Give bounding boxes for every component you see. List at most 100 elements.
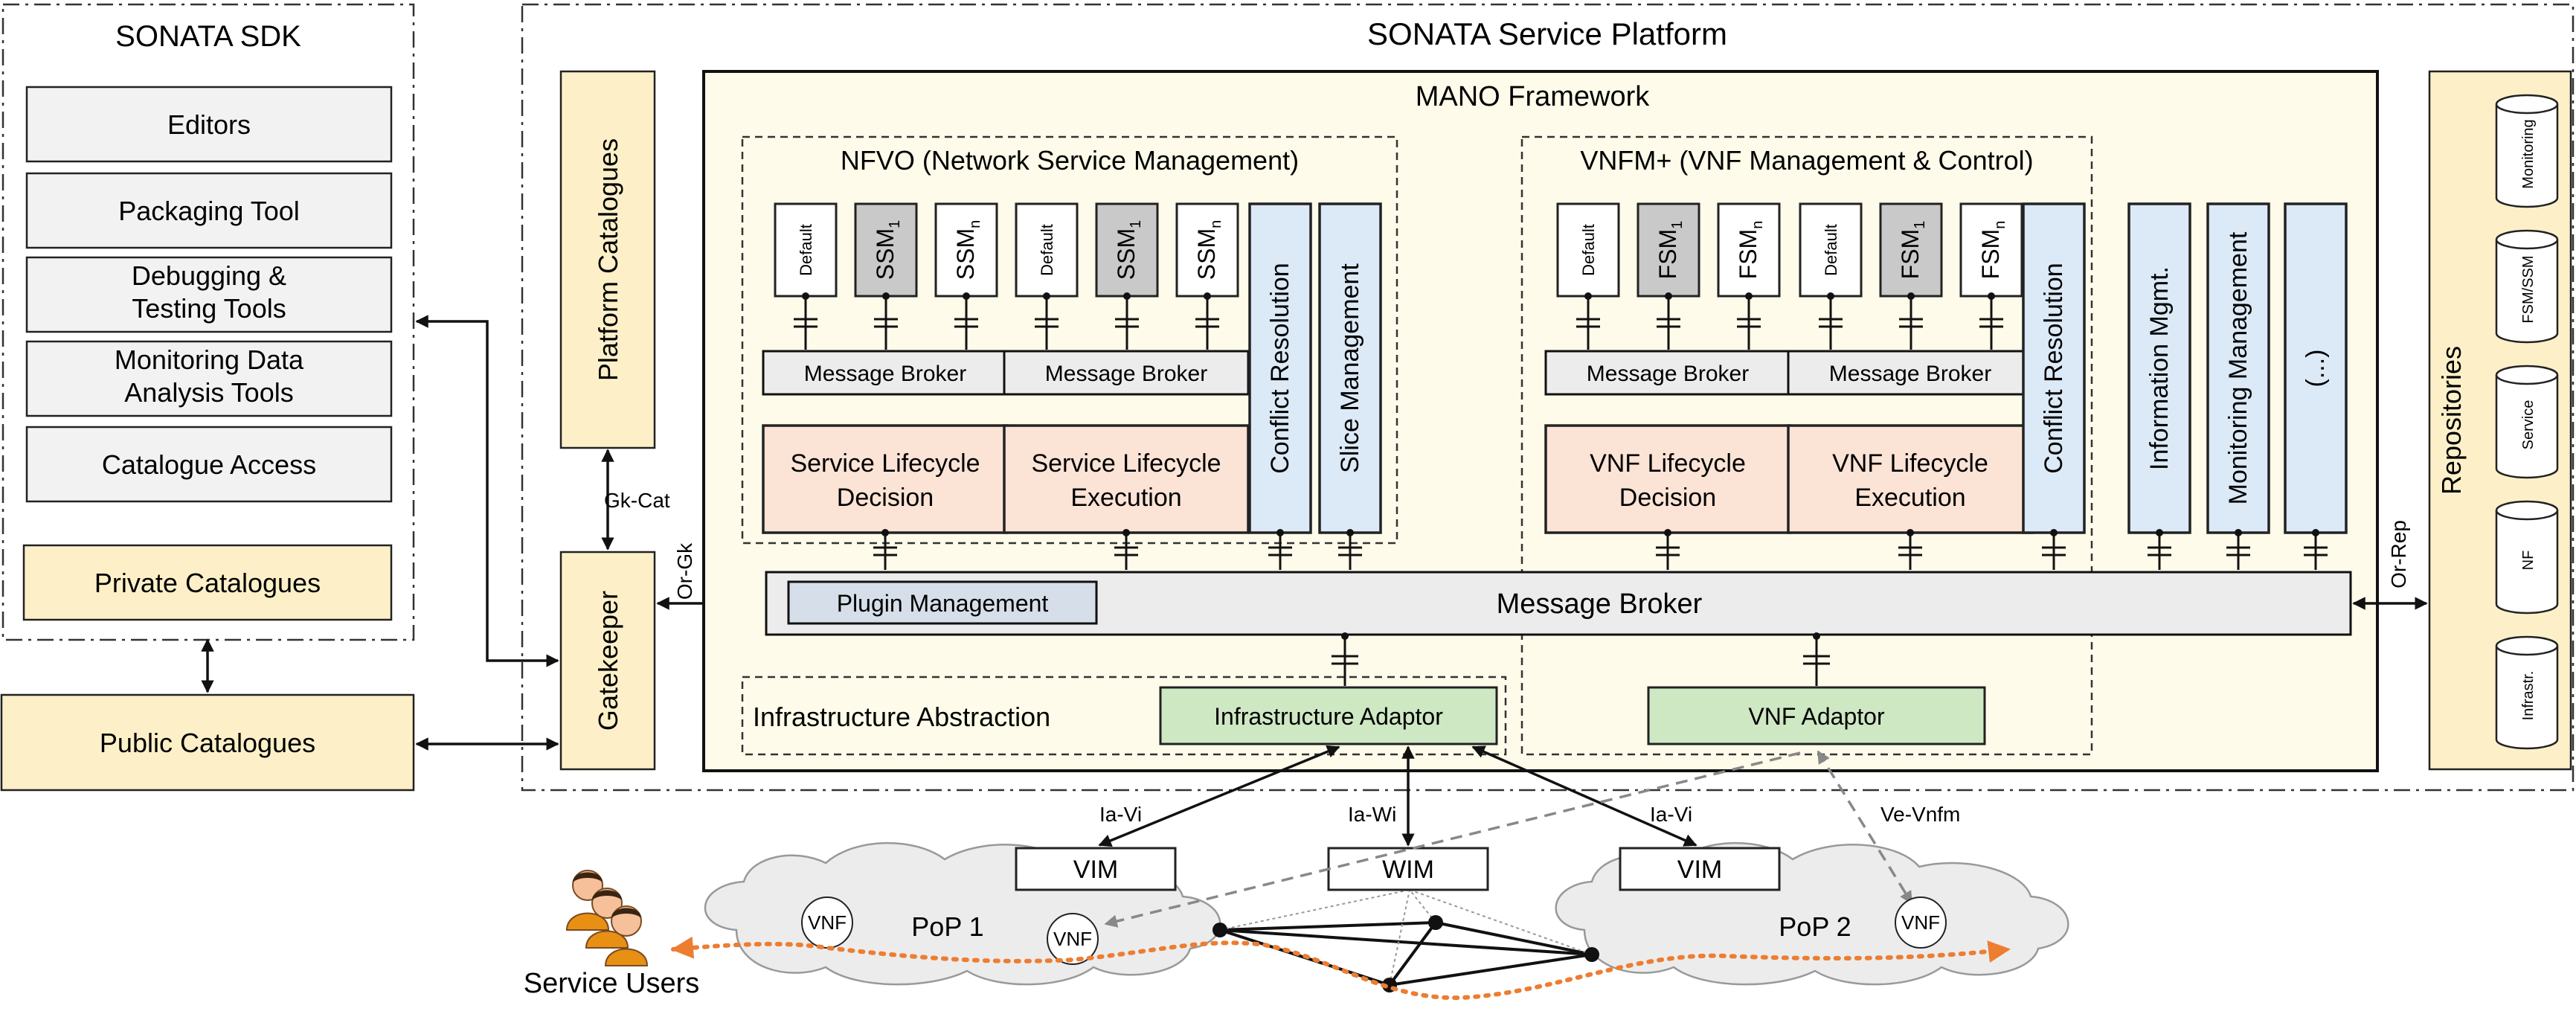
nfvo-b-module-ssm-n[interactable]: SSMn: [1175, 202, 1239, 298]
nfvo-a-module-ssm-1[interactable]: SSM1: [854, 202, 918, 298]
connector-dot: [1043, 292, 1050, 300]
nfvo-a-module-label: SSMn: [952, 220, 983, 280]
vnfm-b-module-default[interactable]: Default: [1799, 202, 1863, 298]
nfvo-a-module-label: Default: [797, 224, 815, 276]
platform-catalogues[interactable]: Platform Catalogues: [559, 70, 656, 449]
repository-label: Service: [2520, 400, 2537, 450]
nfvo-a-message-broker[interactable]: Message Broker: [762, 350, 1009, 396]
connector-dot: [1745, 292, 1753, 300]
vnfm-a-message-broker[interactable]: Message Broker: [1544, 350, 1791, 396]
connector-dot: [1827, 292, 1834, 300]
sdk-debugging-testing[interactable]: Debugging &Testing Tools: [25, 256, 393, 333]
vnf-pop1-a-label: VNF: [808, 911, 847, 934]
vnf-adaptor[interactable]: VNF Adaptor: [1647, 686, 1986, 745]
gatekeeper[interactable]: Gatekeeper: [559, 551, 656, 771]
nfvo-title: NFVO (Network Service Management): [841, 145, 1299, 176]
vim-left-label: VIM: [1073, 856, 1118, 884]
ve-vnfm-left-arrow: [1104, 751, 1801, 928]
connector-dot: [1122, 529, 1130, 536]
other-components-label: (...): [2302, 350, 2330, 388]
nfvo-b-module-ssm-1[interactable]: SSM1: [1095, 202, 1159, 298]
service-traffic-path: [671, 936, 2011, 1001]
nfvo-slice-management[interactable]: Slice Management: [1318, 202, 1382, 534]
vnfm-a-module-label: FSM1: [1654, 221, 1686, 280]
information-management[interactable]: Information Mgmt.: [2127, 202, 2191, 534]
repository-service[interactable]: Service: [2495, 365, 2559, 479]
wim[interactable]: WIM: [1327, 847, 1489, 891]
vnf-pop1-a[interactable]: VNF: [801, 896, 853, 949]
connector-dot: [2235, 529, 2242, 536]
plugin-management[interactable]: Plugin Management: [787, 580, 1098, 625]
vnf-pop1-b-label: VNF: [1053, 928, 1092, 950]
vnfm-b-message-broker[interactable]: Message Broker: [1787, 350, 2034, 396]
vnfm-b-module-label: Default: [1822, 224, 1840, 276]
infra-abstraction-region: [741, 676, 1507, 756]
infrastructure-adaptor-label: Infrastructure Adaptor: [1214, 703, 1443, 730]
ve-vnfm-right-arrow: [1817, 750, 1913, 905]
sdk-packaging-tool[interactable]: Packaging Tool: [25, 172, 393, 249]
vnfm-b-module-label: FSM1: [1897, 221, 1928, 280]
wim-label: WIM: [1382, 856, 1434, 884]
monitoring-management[interactable]: Monitoring Management: [2206, 202, 2270, 534]
nfvo-a-module-ssm-n[interactable]: SSMn: [934, 202, 998, 298]
connector-dot: [1204, 292, 1211, 300]
ia-vi-left-arrow: [1098, 745, 1340, 847]
vnfm-a-module-fsm-n[interactable]: FSMn: [1717, 202, 1781, 298]
vim-left[interactable]: VIM: [1015, 847, 1177, 891]
nfvo-conflict-resolution[interactable]: Conflict Resolution: [1248, 202, 1312, 534]
vnfm-title: VNFM+ (VNF Management & Control): [1580, 145, 2033, 176]
public-catalogues[interactable]: Public Catalogues: [0, 693, 415, 792]
service-users-label: Service Users: [524, 968, 700, 999]
repositories-title: Repositories: [2436, 346, 2467, 495]
plugin-management-label: Plugin Management: [837, 590, 1049, 617]
private-catalogues[interactable]: Private Catalogues: [22, 544, 393, 621]
connector-dot: [1346, 529, 1354, 536]
vnfm-a-module-fsm-1[interactable]: FSM1: [1637, 202, 1700, 298]
connector-dot: [2156, 529, 2163, 536]
other-components[interactable]: (...): [2284, 202, 2348, 534]
ve-vnfm-label: Ve-Vnfm: [1880, 803, 1960, 826]
sdk-catalogue-access[interactable]: Catalogue Access: [25, 426, 393, 503]
vnfm-b-module-fsm-1[interactable]: FSM1: [1879, 202, 1943, 298]
connector-dot: [2312, 529, 2319, 536]
nfvo-b-message-broker-label: Message Broker: [1045, 362, 1207, 386]
vnf-pop2[interactable]: VNF: [1895, 896, 1947, 949]
infra-abstraction-label: Infrastructure Abstraction: [753, 702, 1050, 732]
vnfm-b-module-fsm-n[interactable]: FSMn: [1959, 202, 2023, 298]
vnf-adaptor-label: VNF Adaptor: [1748, 703, 1885, 730]
sdk-editors-label: Editors: [167, 109, 251, 140]
repository-monitoring[interactable]: Monitoring: [2495, 94, 2559, 208]
repository-infrastr[interactable]: Infrastr.: [2495, 635, 2559, 750]
repository-fsm-ssm[interactable]: FSM/SSM: [2495, 229, 2559, 344]
connector-dot: [802, 292, 809, 300]
connector-dot: [2050, 529, 2058, 536]
vnf-pop2-label: VNF: [1901, 911, 1940, 934]
vim-right[interactable]: VIM: [1619, 847, 1781, 891]
infrastructure-adaptor[interactable]: Infrastructure Adaptor: [1159, 686, 1498, 745]
connector-dot: [1907, 529, 1914, 536]
platform-catalogues-label: Platform Catalogues: [593, 138, 623, 381]
nfvo-conflict-resolution-label: Conflict Resolution: [1266, 263, 1294, 473]
connector-dot: [881, 529, 889, 536]
vnfm-a-module-default[interactable]: Default: [1556, 202, 1620, 298]
service-users-icon: [565, 870, 649, 966]
repository-nf[interactable]: NF: [2495, 500, 2559, 615]
vnfm-conflict-resolution[interactable]: Conflict Resolution: [2022, 202, 2086, 534]
ia-wi-label: Ia-Wi: [1348, 803, 1396, 826]
nfvo-b-module-default[interactable]: Default: [1015, 202, 1079, 298]
nfvo-a-module-default[interactable]: Default: [774, 202, 838, 298]
sdk-editors[interactable]: Editors: [25, 86, 393, 163]
nfvo-b-message-broker[interactable]: Message Broker: [1003, 350, 1250, 396]
nfvo-a-module-label: SSM1: [872, 220, 903, 280]
